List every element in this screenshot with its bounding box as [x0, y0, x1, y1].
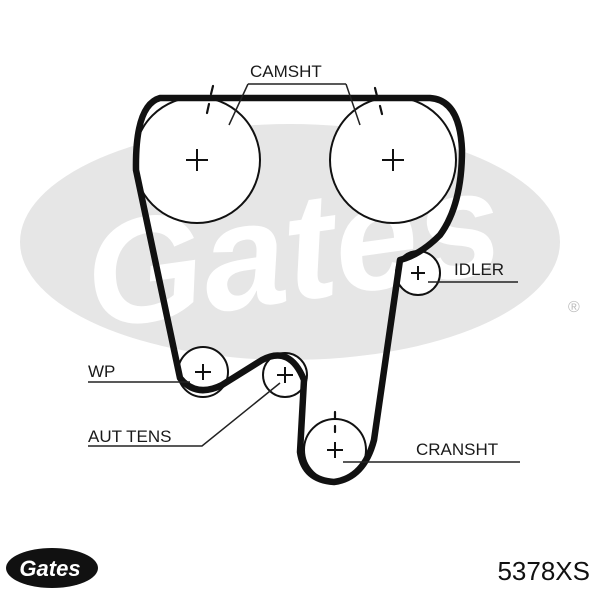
crank-center	[327, 442, 343, 458]
idler-center	[411, 266, 425, 280]
timing-belt	[132, 94, 466, 486]
crankshaft-label: CRANSHT	[416, 440, 498, 459]
registered-mark: ®	[568, 299, 580, 316]
tens-center	[277, 367, 293, 383]
leader-lines	[88, 83, 520, 463]
tens-leader	[88, 382, 281, 447]
cam-left-mark-1	[209, 84, 215, 96]
auto-tensioner-label: AUT TENS	[88, 427, 171, 446]
cam-right-mark-1	[373, 86, 379, 98]
timing-marks	[205, 84, 384, 434]
logo-oval	[6, 548, 98, 588]
cam-right-mark-2	[378, 104, 384, 116]
gates-logo: Gates	[6, 548, 98, 588]
idler-label: IDLER	[454, 260, 504, 279]
water-pump-label: WP	[88, 362, 115, 381]
cam-left-mark-2	[205, 102, 211, 115]
cam-right-center	[382, 149, 404, 171]
center-marks	[186, 149, 425, 458]
part-number: 5378XS	[497, 556, 590, 586]
camshaft-leader	[228, 83, 361, 126]
cam-left-center	[186, 149, 208, 171]
camshaft-label: CAMSHT	[250, 62, 322, 81]
wp-center	[195, 364, 211, 380]
logo-text: Gates	[19, 556, 80, 581]
gates-watermark: Gates ®	[20, 124, 580, 361]
